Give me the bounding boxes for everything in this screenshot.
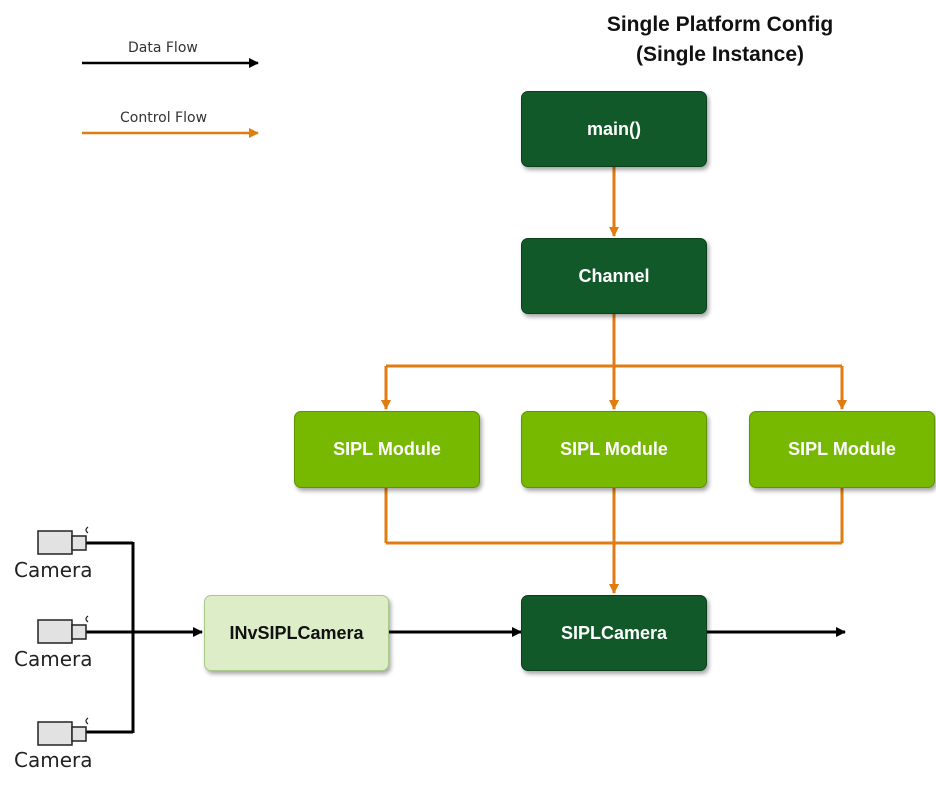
camera-icon — [37, 717, 89, 746]
camera-icon — [37, 615, 89, 644]
legend-data-flow-label: Data Flow — [128, 40, 198, 56]
camera-label-1: Camera — [14, 558, 93, 582]
diagram-title-line-2: (Single Instance) — [635, 43, 805, 66]
channel-box: Channel — [521, 238, 707, 314]
sipl-module-box-3: SIPL Module — [749, 411, 935, 488]
sipl-module-box-1: SIPL Module — [294, 411, 480, 488]
camera-label-3: Camera — [14, 748, 93, 772]
camera-icon — [37, 526, 89, 555]
insiplcamera-box: INvSIPLCamera — [204, 595, 389, 671]
sipl-module-box-2: SIPL Module — [521, 411, 707, 488]
main-box: main() — [521, 91, 707, 167]
camera-label-2: Camera — [14, 647, 93, 671]
siplcamera-box: SIPLCamera — [521, 595, 707, 671]
legend-control-flow-label: Control Flow — [120, 110, 208, 126]
diagram-title-line-1: Single Platform Config — [606, 13, 834, 36]
